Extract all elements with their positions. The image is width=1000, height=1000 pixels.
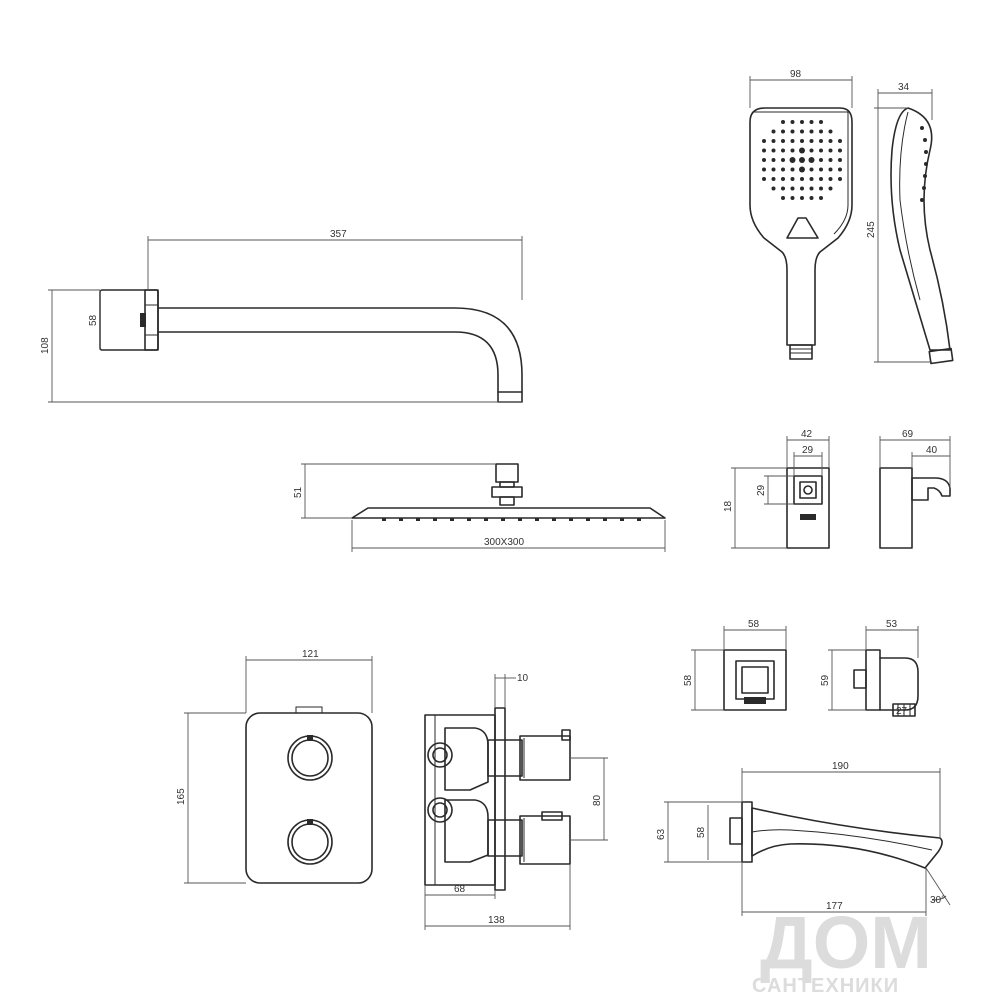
holder-side-drawing: 69 40 <box>879 429 951 549</box>
hand-shower-side-drawing: 34 245 <box>866 82 954 365</box>
dim-hand-length: 245 <box>866 221 877 238</box>
overhead-nozzles <box>382 518 641 521</box>
dim-spout-angle: 30° <box>930 895 945 906</box>
dim-body-spindle-spacing: 80 <box>592 794 603 806</box>
dim-spout-flange-height: 58 <box>696 826 707 838</box>
thermostat-plate-drawing: 121 165 <box>176 649 373 884</box>
dim-holder-width: 42 <box>801 429 813 440</box>
dim-body-depth: 68 <box>454 884 466 895</box>
shower-arm-drawing: 357 58 108 <box>40 229 523 403</box>
watermark-top: ДОМ <box>760 901 932 984</box>
dim-outlet-height: 58 <box>683 674 694 686</box>
thermostat-body-drawing: 10 80 68 138 <box>424 673 608 930</box>
dim-spout-length: 190 <box>832 761 849 772</box>
dim-outlet-side-height: 59 <box>820 674 831 686</box>
dim-overhead-height: 51 <box>293 486 304 498</box>
watermark: ДОМ САНТЕХНИКИ <box>752 901 932 997</box>
dim-outlet-depth: 53 <box>886 619 898 630</box>
dim-hand-width: 98 <box>790 69 802 80</box>
wall-outlet-side-drawing: 53 59 27 <box>820 619 919 717</box>
hand-shower-nozzles <box>762 120 842 200</box>
overhead-shower-drawing: 51 300X300 <box>293 463 666 552</box>
hand-shower-front-drawing: 98 <box>749 69 853 360</box>
spout-drawing: 190 63 58 177 30° <box>656 761 951 916</box>
dim-arm-drop: 108 <box>40 337 51 354</box>
dim-plate-width: 121 <box>302 649 319 660</box>
watermark-bottom: САНТЕХНИКИ <box>752 975 899 997</box>
dim-hand-depth: 34 <box>898 82 910 93</box>
dim-body-plate-gap: 10 <box>517 673 529 684</box>
dim-arm-length: 357 <box>330 229 347 240</box>
dim-overhead-size: 300X300 <box>484 537 524 548</box>
dim-arm-flange: 58 <box>88 314 99 326</box>
holder-outlet-front-drawing: 42 29 29 18 <box>723 429 830 549</box>
dim-holder-hook: 40 <box>926 445 938 456</box>
dim-spout-projection: 177 <box>826 901 843 912</box>
dim-holder-height: 18 <box>723 500 734 512</box>
dim-outlet-width: 58 <box>748 619 760 630</box>
dim-outlet-thread: 27 <box>896 706 908 717</box>
dim-plate-height: 165 <box>176 788 187 805</box>
dim-spout-outer-height: 63 <box>656 828 667 840</box>
dim-holder-inner-height: 29 <box>756 484 767 496</box>
dim-holder-inner-width: 29 <box>802 445 814 456</box>
dim-body-total-depth: 138 <box>488 915 505 926</box>
wall-outlet-front-drawing: 58 58 <box>683 619 787 711</box>
dim-holder-depth: 69 <box>902 429 914 440</box>
